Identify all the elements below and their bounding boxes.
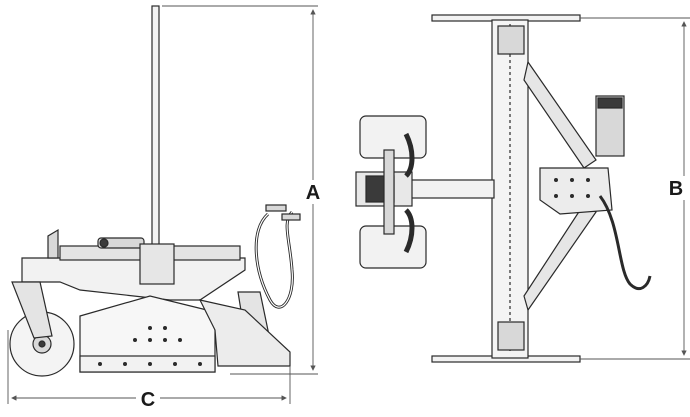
dim-c-label-bg — [136, 388, 160, 410]
cutting-edge — [79, 355, 216, 373]
hose-coupler-2 — [281, 213, 301, 221]
top-view — [355, 14, 652, 363]
top-view-hose — [598, 195, 652, 290]
mount-bolts — [554, 178, 590, 198]
hose-coupler-1 — [265, 204, 287, 212]
control-post — [47, 228, 59, 259]
dim-b-label-bg — [673, 176, 690, 200]
top-end-bracket — [497, 25, 525, 55]
blade-bolts — [98, 326, 202, 366]
caster-axle — [38, 340, 46, 348]
dim-b-label: B — [669, 178, 683, 200]
mount-plate — [539, 167, 613, 215]
cylinder-end — [99, 238, 109, 248]
dim-c-label: C — [141, 389, 155, 411]
main-frame — [21, 257, 246, 301]
upper-tire — [403, 132, 415, 178]
caster-fork — [11, 281, 53, 339]
hydraulic-hose-inner — [255, 211, 293, 308]
dim-a-label: A — [306, 182, 320, 204]
hydraulic-cylinder — [97, 237, 145, 249]
side-view — [9, 5, 301, 377]
push-arm — [409, 179, 495, 199]
lower-tire — [403, 208, 415, 254]
motor-cap — [597, 97, 623, 109]
bottom-end-bracket — [497, 321, 525, 351]
lower-diagonal-brace — [523, 203, 597, 312]
mast-bracket — [139, 243, 175, 285]
upper-diagonal-brace — [523, 60, 597, 169]
dim-a-label-bg — [302, 180, 324, 204]
left-axle — [383, 149, 395, 235]
